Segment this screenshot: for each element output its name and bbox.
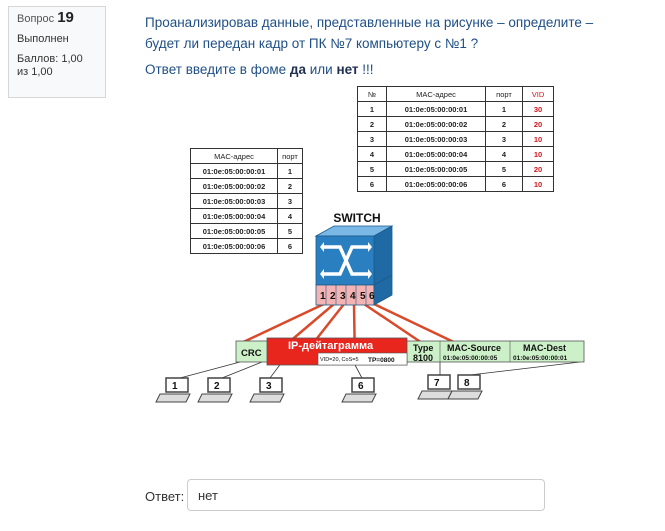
pc-7-label: 7 xyxy=(434,378,440,389)
port-4: 4 xyxy=(350,291,356,302)
port-1: 1 xyxy=(320,291,326,302)
switch-icon xyxy=(314,225,394,286)
pc-3-label: 3 xyxy=(266,381,272,392)
pc-6-label: 6 xyxy=(358,381,364,392)
switch-ports: 1 2 3 4 5 6 xyxy=(315,274,393,306)
answer-input[interactable] xyxy=(187,479,545,511)
mac-table-right-header-vid: VID xyxy=(522,86,554,102)
pc-6: 6 xyxy=(341,377,377,403)
frame-mac-dest-label: MAC-Dest xyxy=(523,343,566,353)
pc-2: 2 xyxy=(197,377,233,403)
frame-ip-datagram: IP-дейтаграмма xyxy=(288,340,374,352)
question-info-panel: Вопрос 19 Выполнен Баллов: 1,00 из 1,00 xyxy=(8,6,106,98)
port-2: 2 xyxy=(330,291,336,302)
frame-tp: TP=0800 xyxy=(368,357,395,364)
question-status: Выполнен xyxy=(17,33,69,45)
frame-type-label: Type xyxy=(413,343,433,353)
port-5: 5 xyxy=(360,291,366,302)
switch-label: SWITCH xyxy=(333,211,380,225)
pc-1: 1 xyxy=(155,377,191,403)
answer-no-word: нет xyxy=(336,62,359,77)
mac-table-left-header-port: порт xyxy=(277,148,303,164)
mac-table-left-header-mac: MAC-адрес xyxy=(190,148,278,164)
question-score: Баллов: 1,00 из 1,00 xyxy=(17,53,83,78)
pc-2-label: 2 xyxy=(214,381,220,392)
frame-type-value: 8100 xyxy=(413,353,433,363)
answer-label: Ответ: xyxy=(145,489,185,504)
pc-3: 3 xyxy=(249,377,285,403)
question-text: Проанализировав данные, представленные н… xyxy=(145,15,594,51)
frame-crc: CRC xyxy=(241,348,262,359)
answer-yes-word: да xyxy=(289,62,306,77)
ethernet-frame: CRC IP-дейтаграмма VID=20, CoS=5 TP=0800… xyxy=(235,337,585,366)
frame-mac-dest-value: 01:0e:05:00:00:01 xyxy=(513,355,568,362)
frame-lines xyxy=(179,361,581,379)
mac-table-right-header-mac: MAC-адрес xyxy=(386,86,486,102)
pc-7: 7 xyxy=(417,374,453,400)
frame-vid-info: VID=20, CoS=5 xyxy=(320,357,359,363)
pc-8-label: 8 xyxy=(464,378,470,389)
port-3: 3 xyxy=(340,291,346,302)
port-6: 6 xyxy=(369,291,375,302)
mac-table-right-header-port: порт xyxy=(485,86,523,102)
frame-mac-source-value: 01:0e:05:00:00:05 xyxy=(443,355,498,362)
question-number: 19 xyxy=(57,9,74,26)
question-label: Вопрос xyxy=(17,13,55,25)
pc-1-label: 1 xyxy=(172,381,178,392)
pc-8: 8 xyxy=(447,374,483,400)
question-instruction: Ответ введите в фоме да или нет !!! xyxy=(145,62,374,77)
frame-mac-source-label: MAC-Source xyxy=(447,343,501,353)
mac-table-right-header-num: № xyxy=(357,86,387,102)
